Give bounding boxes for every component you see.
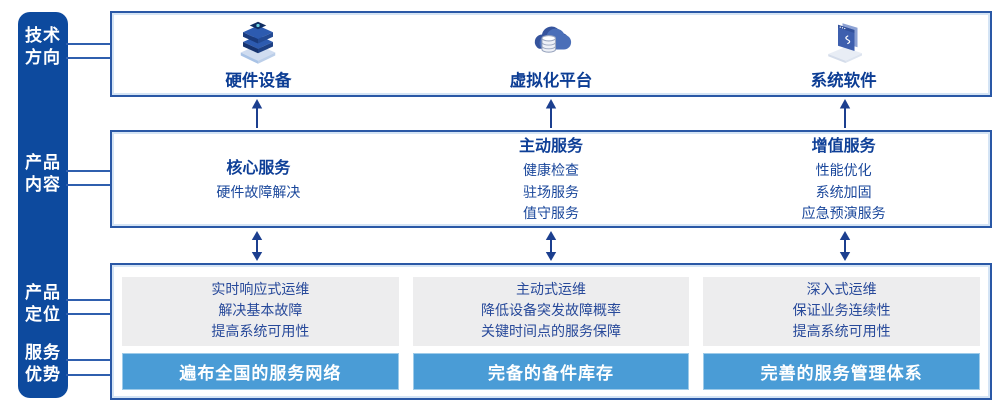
advantage-banner: 完善的服务管理体系 [703, 352, 981, 390]
positioning-column: 实时响应式运维 解决基本故障 提高系统可用性 遍布全国的服务网络 [122, 277, 399, 390]
connector-line [66, 359, 112, 361]
positioning-box: 实时响应式运维 解决基本故障 提高系统可用性 遍布全国的服务网络 主动式运维 降… [110, 263, 992, 400]
tech-item-label: 系统软件 [810, 70, 877, 90]
service-column-heading: 主动服务 [519, 135, 584, 155]
advantage-banner: 遍布全国的服务网络 [122, 352, 399, 390]
tech-item: 虚拟化平台 [405, 18, 698, 91]
server-stack-icon [241, 21, 276, 64]
up-arrow-row [110, 99, 992, 128]
service-column-heading: 增值服务 [811, 135, 876, 155]
tech-item: 硬件设备 [112, 18, 405, 91]
connector-line [66, 299, 112, 301]
double-arrow-icon [839, 231, 851, 261]
tech-direction-box: 硬件设备 虚拟化平台 [110, 11, 992, 97]
cloud-database-icon [534, 26, 572, 53]
connector-line [66, 184, 112, 186]
positioning-point: 提高系统可用性 [792, 323, 891, 340]
double-arrow-row [110, 231, 992, 261]
connector-line [66, 374, 112, 376]
service-item: 应急预演服务 [801, 206, 886, 223]
software-window-icon [827, 22, 862, 63]
positioning-point: 主动式运维 [516, 281, 586, 298]
positioning-column: 主动式运维 降低设备突发故障概率 关键时间点的服务保障 完备的备件库存 [412, 277, 690, 390]
connector-line [66, 170, 112, 172]
service-item: 硬件故障解决 [216, 184, 301, 201]
positioning-point: 提高系统可用性 [211, 323, 310, 340]
sidebar-label-product-content: 产品 内容 [25, 153, 61, 196]
double-arrow-icon [545, 231, 557, 261]
category-sidebar [18, 12, 68, 398]
service-item: 健康检查 [523, 162, 579, 179]
positioning-panel: 深入式运维 保证业务连续性 提高系统可用性 [703, 277, 981, 346]
positioning-point: 降低设备突发故障概率 [481, 302, 621, 319]
positioning-point: 解决基本故障 [218, 302, 303, 319]
sidebar-label-service-advantage: 服务 优势 [25, 343, 61, 386]
service-item: 性能优化 [815, 162, 872, 179]
positioning-column: 深入式运维 保证业务连续性 提高系统可用性 完善的服务管理体系 [703, 277, 981, 390]
service-item: 驻场服务 [523, 184, 579, 201]
up-arrow-icon [545, 99, 557, 128]
service-column-active: 主动服务 健康检查 驻场服务 值守服务 [405, 132, 698, 226]
double-arrow-icon [251, 231, 263, 261]
positioning-point: 深入式运维 [806, 281, 877, 298]
positioning-panel: 实时响应式运维 解决基本故障 提高系统可用性 [122, 277, 399, 346]
service-item: 系统加固 [815, 184, 872, 201]
up-arrow-icon [251, 99, 263, 128]
advantage-banner: 完备的备件库存 [412, 352, 690, 390]
connector-line [66, 313, 112, 315]
connector-line [66, 43, 112, 45]
tech-item: 系统软件 [697, 18, 990, 91]
positioning-point: 关键时间点的服务保障 [481, 323, 621, 340]
connector-line [66, 57, 112, 59]
product-content-box: 核心服务 硬件故障解决 主动服务 健康检查 驻场服务 值守服务 增值服务 性能优… [110, 130, 992, 228]
service-column-heading: 核心服务 [226, 157, 291, 177]
sidebar-label-product-positioning: 产品 定位 [25, 283, 61, 326]
service-item: 值守服务 [523, 206, 579, 223]
positioning-point: 保证业务连续性 [792, 302, 891, 319]
service-column-value-added: 增值服务 性能优化 系统加固 应急预演服务 [697, 132, 990, 226]
tech-item-label: 虚拟化平台 [509, 70, 593, 90]
up-arrow-icon [839, 99, 851, 128]
service-column-core: 核心服务 硬件故障解决 [112, 154, 405, 205]
tech-item-label: 硬件设备 [225, 70, 292, 90]
positioning-panel: 主动式运维 降低设备突发故障概率 关键时间点的服务保障 [412, 277, 690, 346]
sidebar-label-tech-direction: 技术 方向 [25, 26, 61, 69]
positioning-point: 实时响应式运维 [211, 281, 310, 298]
